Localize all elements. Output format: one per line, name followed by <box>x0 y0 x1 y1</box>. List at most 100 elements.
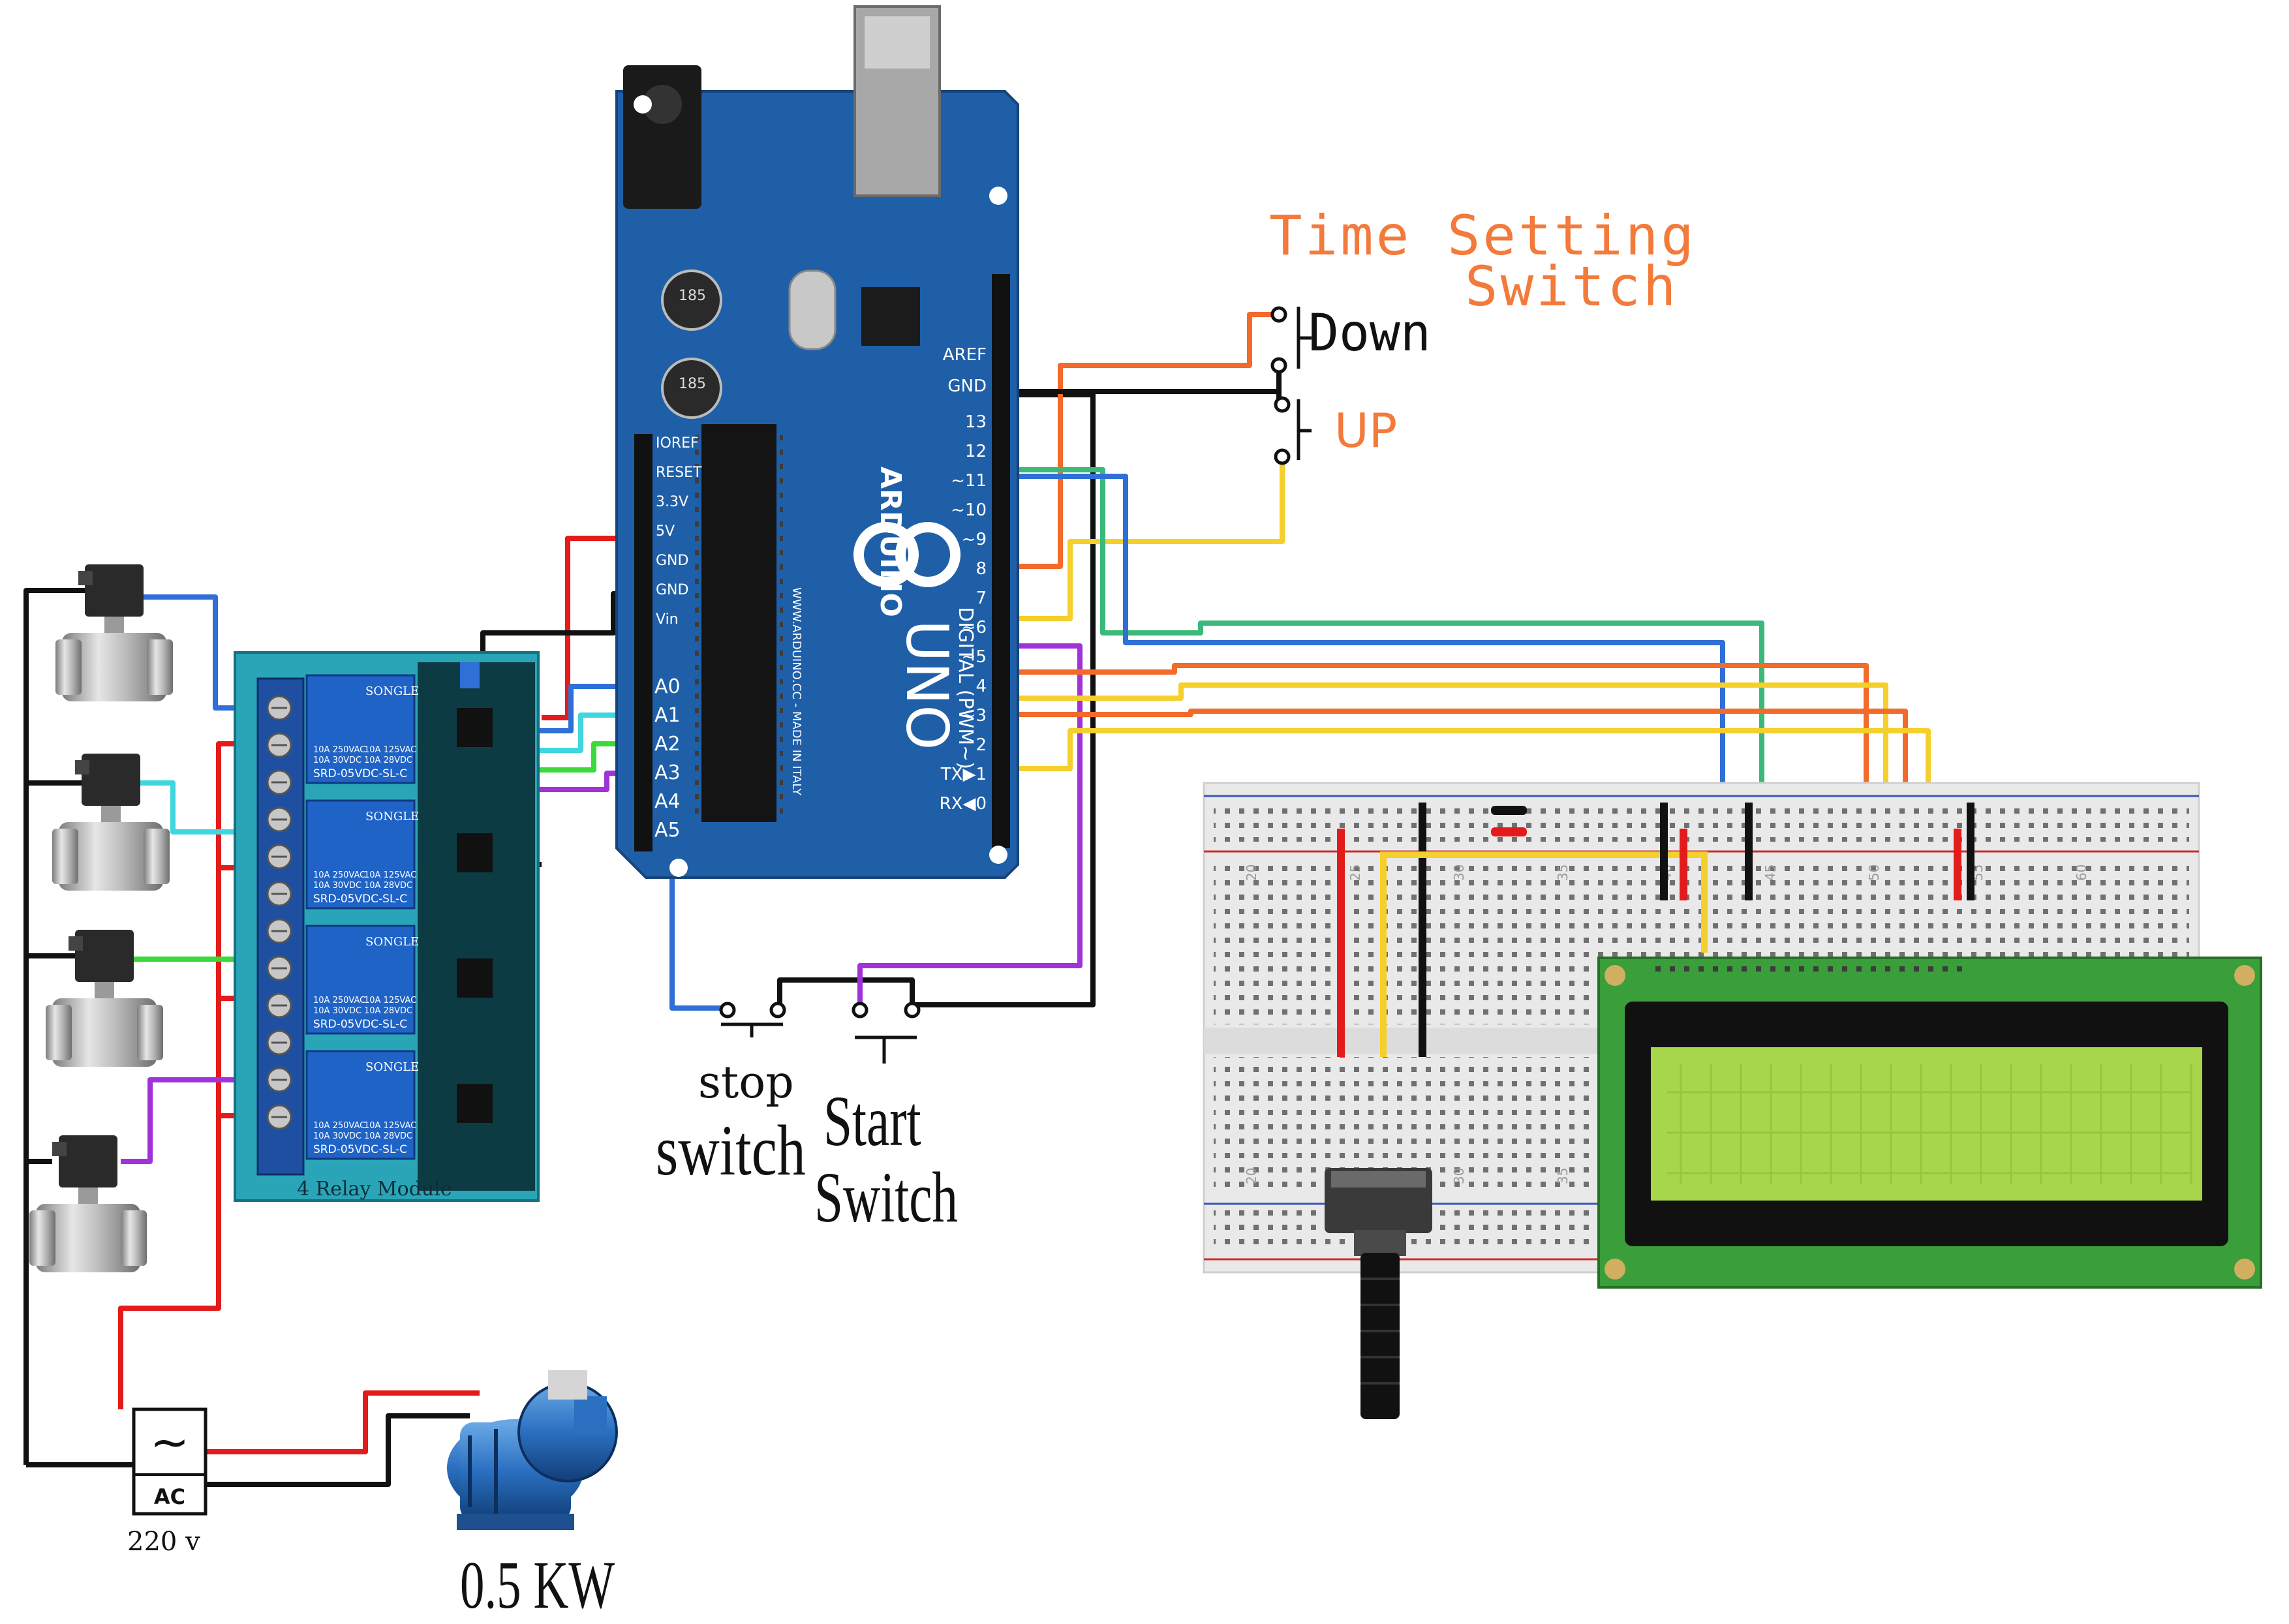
relay-model: SRD-05VDC-SL-C <box>313 767 407 780</box>
optocoupler <box>457 958 493 998</box>
relay-rating: 10A 125VAC <box>364 870 416 880</box>
digital-pin-label: 8 <box>976 559 987 579</box>
wire-valve2 <box>127 780 277 835</box>
relay-model: SRD-05VDC-SL-C <box>313 1018 407 1031</box>
solenoid-valve <box>29 1135 147 1272</box>
relay-model: SRD-05VDC-SL-C <box>313 893 407 906</box>
relay-rating: 10A 28VDC <box>364 1006 412 1016</box>
digital-pin-label: GND <box>947 376 987 396</box>
relay-rating: 10A 250VAC <box>313 1121 365 1131</box>
time-setting-title-line2: Switch <box>1465 254 1679 318</box>
time-setting-title: Time Setting <box>1269 204 1697 268</box>
power-pin-label: GND <box>656 553 688 569</box>
breadboard-column-number: 20 <box>1244 865 1259 881</box>
breadboard-column-number: 35 <box>1555 1168 1571 1184</box>
wire-in2 <box>529 712 646 753</box>
analog-pin-label: A1 <box>654 704 681 727</box>
power-header <box>634 434 653 851</box>
digital-pin-label: 12 <box>965 442 987 461</box>
solenoid-valve <box>55 564 173 701</box>
pump-power-label: 0.5 KW <box>460 1548 615 1623</box>
wire-up <box>1002 457 1285 621</box>
wire-lcd-d5 <box>1002 682 1888 900</box>
breadboard-column-number: 25 <box>1347 865 1363 881</box>
start-switch-label: Start <box>823 1081 921 1161</box>
breadboard-column-number: 60 <box>2074 865 2089 881</box>
wire-in1 <box>529 684 646 733</box>
ac-supply: ~ AC <box>132 1407 207 1516</box>
relay-module-label: 4 Relay Module <box>297 1178 452 1201</box>
relay-model: SRD-05VDC-SL-C <box>313 1143 407 1156</box>
breadboard-column-number: 30 <box>1451 1168 1467 1184</box>
wire-switch-gnd <box>777 977 915 1005</box>
up-label: UP <box>1334 403 1398 458</box>
wire-lcd-d6 <box>1002 709 1908 900</box>
optocoupler <box>457 708 493 747</box>
capacitor <box>661 269 722 331</box>
digital-pin-label: 7 <box>976 589 987 608</box>
capacitor <box>661 358 722 419</box>
wire-ac-neutral <box>23 588 91 1465</box>
digital-pin-label: AREF <box>943 345 987 365</box>
start-switch[interactable] <box>852 1002 921 1064</box>
start-switch-label-line2: Switch <box>814 1157 959 1237</box>
solenoid-valve <box>52 754 170 891</box>
digital-pin-label: RX◀0 <box>940 794 987 814</box>
power-pin-label: IOREF <box>656 435 699 452</box>
usb-chip <box>861 287 920 346</box>
relay-rating: 10A 30VDC <box>313 1131 361 1141</box>
digital-pin-label: ~10 <box>951 500 987 520</box>
power-pin-label: Vin <box>656 611 679 628</box>
wire-lcd-rs <box>1002 467 1764 900</box>
breadboard-column-number: 30 <box>1451 865 1467 881</box>
relay-rating: 10A 250VAC <box>313 996 365 1005</box>
lcd-display <box>1597 957 2262 1289</box>
stop-switch[interactable] <box>719 1002 786 1037</box>
wires <box>23 312 1931 1487</box>
relay-rating: 10A 250VAC <box>313 745 365 755</box>
analog-pin-label: A0 <box>654 675 681 698</box>
digital-label: DIGITAL (PWM~) <box>954 607 977 769</box>
power-pin-label: RESET <box>656 465 702 481</box>
digital-pin-label: TX▶1 <box>940 765 987 784</box>
down-switch[interactable] <box>1270 306 1312 374</box>
solenoid-valves <box>29 564 173 1272</box>
wire-5v <box>542 536 646 720</box>
wire-valve4 <box>121 1077 277 1164</box>
analog-pin-label: A4 <box>654 790 681 813</box>
digital-pin-label: 13 <box>965 412 987 432</box>
arduino-model: UNO <box>893 620 960 750</box>
solenoid-valve <box>46 930 163 1067</box>
up-switch[interactable] <box>1274 396 1312 465</box>
voltage-label: 220 v <box>127 1527 200 1557</box>
relay-brand: SONGLE <box>365 684 419 698</box>
potentiometer[interactable] <box>1325 1168 1432 1419</box>
relay-rating: 10A 30VDC <box>313 881 361 891</box>
wire-pump-black <box>206 1413 470 1487</box>
breadboard-column-number: 20 <box>1244 1168 1259 1184</box>
relay-brand: SONGLE <box>365 1060 419 1074</box>
terminal-screws <box>266 695 292 1130</box>
digital-pin-label: ~11 <box>951 471 987 491</box>
breadboard-column-number: 50 <box>1866 865 1882 881</box>
ac-text: AC <box>154 1484 185 1509</box>
wire-down <box>1002 312 1279 569</box>
relay-rating: 10A 28VDC <box>364 881 412 891</box>
digital-pin-label: ~9 <box>962 530 987 549</box>
wire-pump-red <box>206 1390 480 1454</box>
relay-rating: 10A 30VDC <box>313 1006 361 1016</box>
wire-stop <box>669 829 724 1011</box>
breadboard-column-number: 35 <box>1555 865 1571 881</box>
analog-pin-label: A2 <box>654 733 681 756</box>
down-label: Down <box>1308 304 1431 363</box>
relay-rating: 10A 125VAC <box>364 996 416 1005</box>
